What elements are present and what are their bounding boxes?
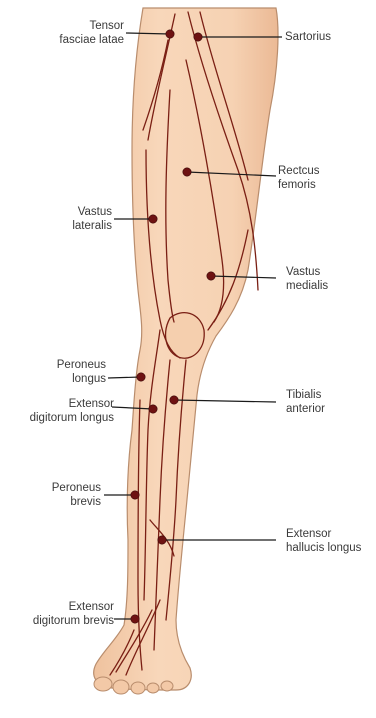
point-peroneus-longus: [137, 373, 145, 381]
label-extensor-digitorum-longus: Extensor digitorum longus: [30, 397, 114, 425]
label-sartorius: Sartorius: [285, 30, 331, 44]
label-extensor-digitorum-brevis: Extensor digitorum brevis: [33, 600, 114, 628]
patella: [166, 313, 205, 359]
point-sartorius: [194, 33, 202, 41]
point-vastus-medialis: [207, 272, 215, 280]
point-vastus-lateralis: [149, 215, 157, 223]
label-vastus-lateralis: Vastus lateralis: [72, 205, 112, 233]
label-tensor-fasciae-latae: Tensor fasciae latae: [59, 19, 124, 47]
label-vastus-medialis: Vastus medialis: [286, 265, 328, 293]
point-tibialis-anterior: [170, 396, 178, 404]
label-peroneus-longus: Peroneus longus: [57, 358, 106, 386]
point-rectus-femoris: [183, 168, 191, 176]
label-peroneus-brevis: Peroneus brevis: [52, 481, 101, 509]
point-extensor-digitorum-longus: [149, 405, 157, 413]
point-extensor-hallucis-longus: [158, 536, 166, 544]
label-rectus-femoris: Rectcus femoris: [278, 164, 320, 192]
label-tibialis-anterior: Tibialis anterior: [286, 388, 325, 416]
point-tensor-fasciae-latae: [166, 30, 174, 38]
point-extensor-digitorum-brevis: [131, 615, 139, 623]
point-peroneus-brevis: [131, 491, 139, 499]
label-extensor-hallucis-longus: Extensor hallucis longus: [286, 527, 361, 555]
